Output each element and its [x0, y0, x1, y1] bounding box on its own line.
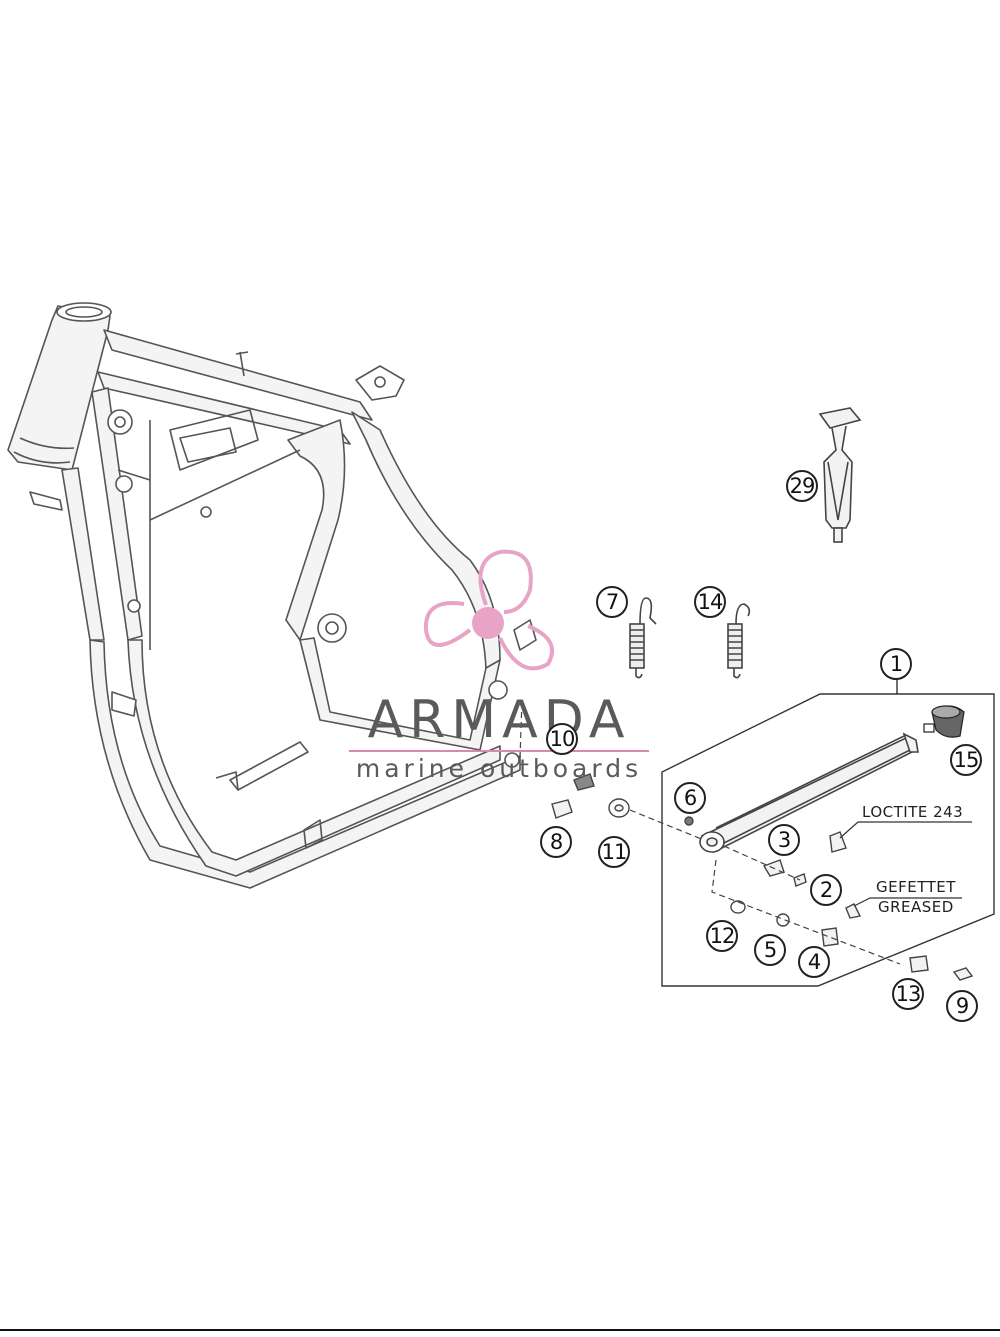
callout-13: 13	[892, 978, 924, 1010]
assembly-lines	[519, 699, 901, 965]
armada-brand-rule	[349, 750, 649, 752]
callout-12: 12	[706, 920, 738, 952]
motorcycle-frame	[7, 302, 537, 889]
note-loctite: LOCTITE 243	[862, 803, 964, 821]
armada-brand-tagline: marine outboards	[355, 754, 643, 783]
callout-4: 4	[798, 946, 830, 978]
callout-14: 14	[694, 586, 726, 618]
callout-2: 2	[810, 874, 842, 906]
spring-14	[727, 603, 751, 679]
armada-watermark: ARMADA marine outboards	[349, 692, 649, 784]
callout-15: 15	[950, 744, 982, 776]
bottom-border	[0, 1329, 1000, 1331]
side-stand-group-box	[661, 678, 995, 987]
note-greased-de: GEFETTET	[876, 878, 956, 896]
callout-6: 6	[674, 782, 706, 814]
callout-10: 10	[546, 723, 578, 755]
note-leaders	[839, 821, 972, 907]
callout-3: 3	[768, 824, 800, 856]
callout-9: 9	[946, 990, 978, 1022]
callout-29: 29	[786, 470, 818, 502]
tool-29	[818, 407, 862, 543]
spring-7	[629, 597, 657, 679]
callout-5: 5	[754, 934, 786, 966]
callout-8: 8	[540, 826, 572, 858]
callout-1: 1	[880, 648, 912, 680]
side-stand	[699, 732, 919, 854]
callout-7: 7	[596, 586, 628, 618]
note-greased-en: GREASED	[878, 898, 954, 916]
armada-brand-name: ARMADA	[367, 690, 631, 750]
callout-11: 11	[598, 836, 630, 868]
part-15-foot	[923, 705, 965, 738]
armada-propeller-logo	[423, 549, 554, 671]
